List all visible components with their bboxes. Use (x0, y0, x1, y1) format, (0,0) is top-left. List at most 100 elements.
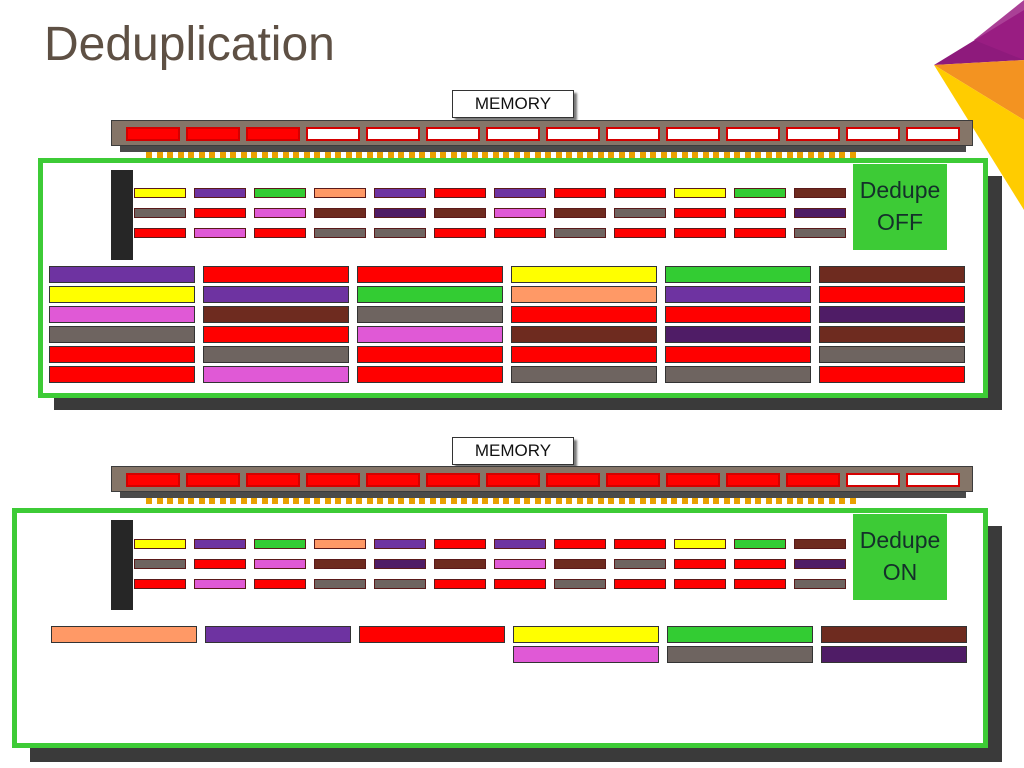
memory-slot-empty (666, 127, 720, 141)
stored-chunk (49, 266, 195, 283)
data-block (734, 188, 786, 198)
memory-pin (650, 152, 656, 158)
memory-slot-empty (486, 127, 540, 141)
memory-pin (408, 152, 415, 158)
memory-pin (555, 152, 562, 158)
stored-chunk (51, 626, 197, 643)
memory-pin (450, 152, 457, 158)
memory-bar-shadow (120, 488, 966, 498)
data-block (494, 559, 546, 569)
data-block (254, 188, 306, 198)
memory-pin (146, 498, 152, 504)
stored-chunk (357, 346, 503, 363)
memory-pin (324, 152, 331, 158)
memory-pin (492, 152, 499, 158)
memory-pin (314, 152, 320, 158)
data-block (674, 579, 726, 589)
data-block (434, 539, 486, 549)
memory-pin (251, 498, 257, 504)
memory-pin (303, 498, 310, 504)
stored-chunk (203, 286, 349, 303)
data-block (614, 208, 666, 218)
memory-pin (219, 498, 226, 504)
data-block (734, 539, 786, 549)
memory-slot-filled (486, 473, 540, 487)
memory-bar (111, 466, 973, 492)
dedupe-label: Dedupe (859, 527, 941, 553)
memory-pin (566, 498, 572, 504)
memory-pin (629, 498, 635, 504)
stored-chunk (665, 326, 811, 343)
stored-chunk (511, 346, 657, 363)
memory-pin (440, 498, 446, 504)
memory-pin (744, 152, 751, 158)
memory-pin (629, 152, 635, 158)
memory-pin (366, 152, 373, 158)
memory-slot-empty (606, 127, 660, 141)
stored-chunk (665, 366, 811, 383)
stored-chunk (821, 646, 967, 663)
stored-chunk (819, 266, 965, 283)
memory-slot-filled (186, 127, 240, 141)
memory-pin (839, 498, 845, 504)
memory-slot-filled (666, 473, 720, 487)
memory-pin (335, 152, 341, 158)
memory-pin (356, 498, 362, 504)
memory-pin (440, 152, 446, 158)
stored-chunk (513, 626, 659, 643)
data-block (554, 188, 606, 198)
data-block (734, 208, 786, 218)
stored-chunk (665, 266, 811, 283)
data-block (194, 208, 246, 218)
memory-pin (723, 152, 730, 158)
memory-pin (398, 152, 404, 158)
data-block (254, 559, 306, 569)
stored-chunk (819, 306, 965, 323)
dedupe-label: Dedupe (859, 177, 941, 203)
memory-pin (566, 152, 572, 158)
memory-pin (429, 152, 436, 158)
memory-pin (807, 152, 814, 158)
memory-slot-filled (786, 473, 840, 487)
stored-chunk (357, 326, 503, 343)
stored-chunk (203, 366, 349, 383)
stored-chunk (357, 306, 503, 323)
memory-pin (660, 152, 667, 158)
dedupe-state: ON (882, 559, 918, 585)
memory-slot-filled (246, 473, 300, 487)
memory-pin (345, 152, 352, 158)
dedupe-state: OFF (877, 209, 923, 235)
stored-chunk (819, 346, 965, 363)
data-block (794, 559, 846, 569)
data-block (434, 208, 486, 218)
memory-pin (209, 152, 215, 158)
memory-slot-empty (366, 127, 420, 141)
memory-pin (198, 498, 205, 504)
stored-chunk (203, 326, 349, 343)
memory-pin (576, 152, 583, 158)
memory-pin (545, 498, 551, 504)
memory-slot-filled (366, 473, 420, 487)
data-block (554, 539, 606, 549)
data-block (374, 188, 426, 198)
data-block (494, 208, 546, 218)
memory-pin (167, 498, 173, 504)
memory-pin (618, 498, 625, 504)
memory-pin (366, 498, 373, 504)
memory-pin (282, 498, 289, 504)
data-block (314, 188, 366, 198)
memory-pin (713, 152, 719, 158)
memory-pin (419, 152, 425, 158)
memory-pin (555, 498, 562, 504)
memory-pin (849, 498, 856, 504)
memory-pin (335, 498, 341, 504)
stored-chunk (49, 346, 195, 363)
memory-pin (650, 498, 656, 504)
memory-pin (261, 498, 268, 504)
stored-chunk (665, 346, 811, 363)
slide-title: Deduplication (44, 18, 335, 71)
memory-pin (828, 152, 835, 158)
memory-slot-empty (546, 127, 600, 141)
memory-slot-filled (246, 127, 300, 141)
